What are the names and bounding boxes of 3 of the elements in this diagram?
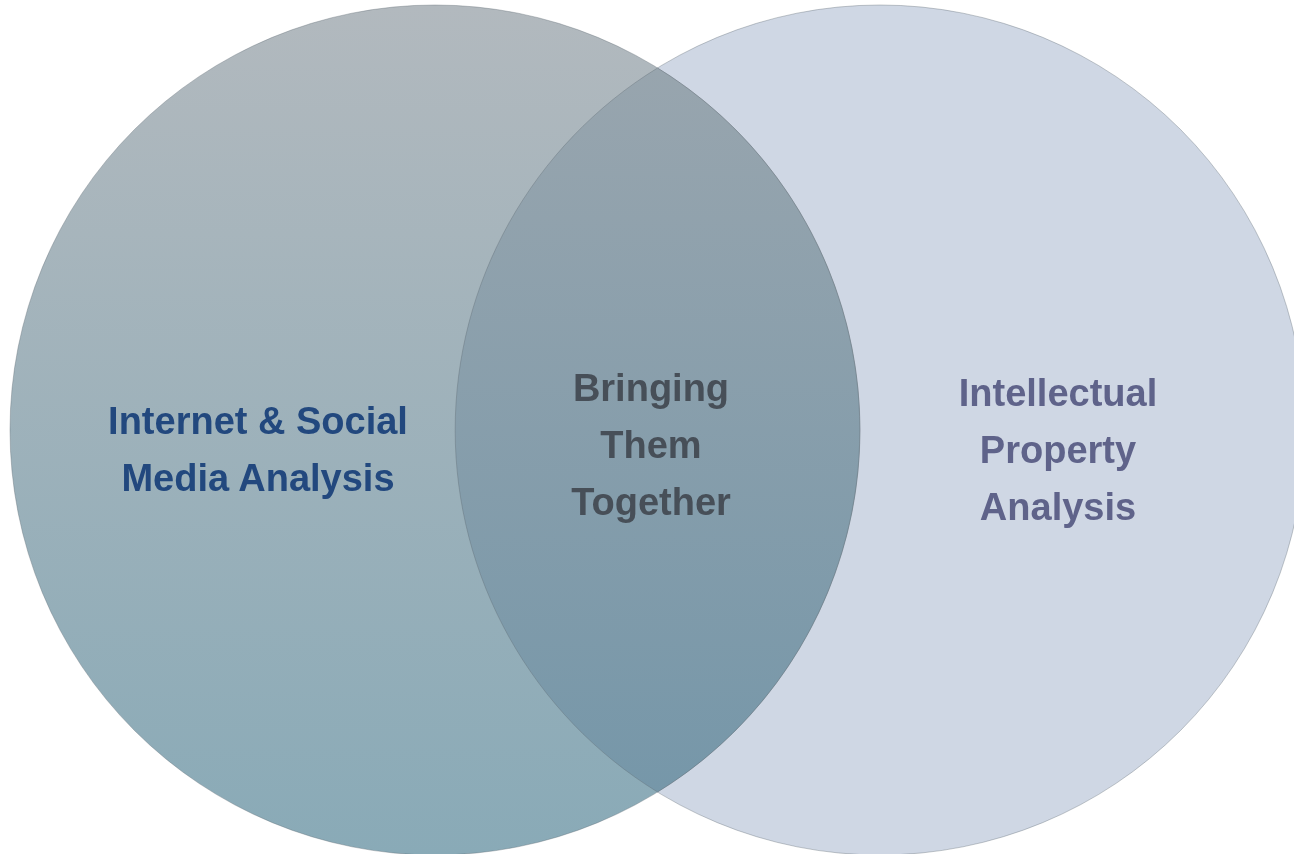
venn-label: Intellectual Property Analysis	[957, 370, 1159, 530]
venn-label: Bringing Them Together	[570, 365, 732, 525]
venn-label: Internet & Social Media Analysis	[108, 399, 408, 501]
